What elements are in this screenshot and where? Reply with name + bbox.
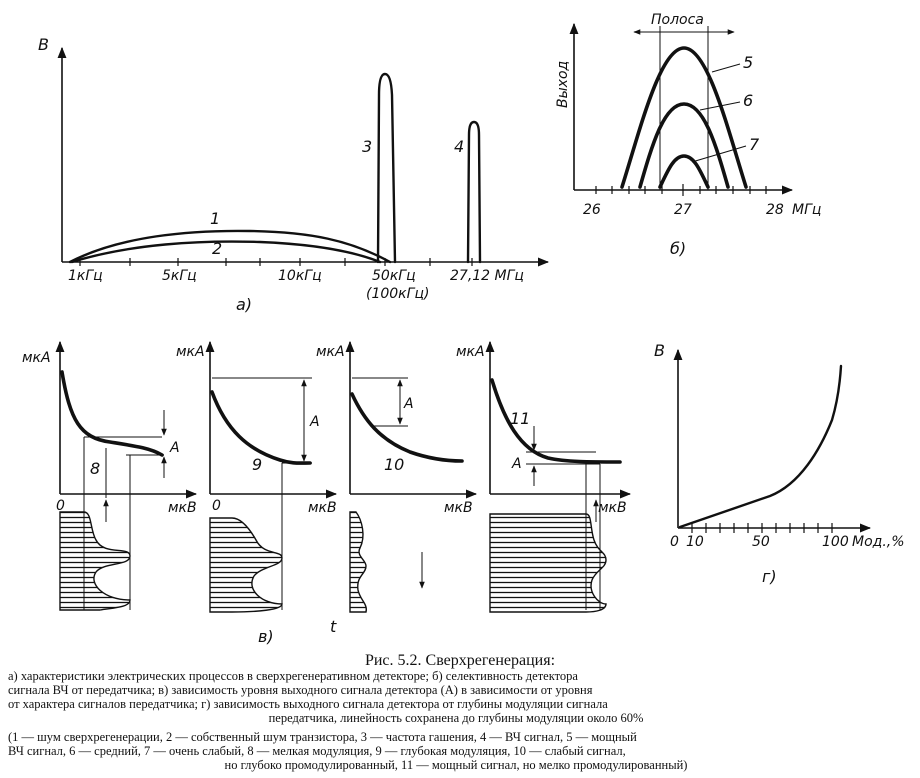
panel-g-tick-50: 50: [752, 534, 770, 550]
panel-a-curve-label-2: 2: [212, 239, 222, 258]
panel-a-tick-50khz: 50кГц: [372, 268, 416, 284]
panel-b-unit: МГц: [792, 202, 821, 218]
panel-b-ticks: [595, 184, 767, 196]
waveform-9: [209, 517, 283, 613]
panel-b-curve-label-6: 6: [743, 91, 753, 110]
panel-g-tick-100: 100: [822, 534, 849, 550]
panel-a-curve-label-1: 1: [210, 209, 220, 228]
waveform-10: [349, 511, 368, 613]
panel-v-y-label-11: мкА: [456, 344, 485, 360]
panel-v-curve-label-10: 10: [384, 455, 404, 474]
panel-v-amp-label-10: А: [403, 396, 414, 412]
panel-v-x-label-10: мкВ: [444, 500, 473, 516]
panel-v-curve-label-11: 11: [510, 409, 530, 428]
figure-5-2: В 1кГц 5кГц 10кГц 50кГц (100кГц) 27,12 М…: [22, 12, 905, 646]
panel-a-label: а): [236, 295, 252, 314]
panel-v-subplot-10: мкА мкВ А 10 t в): [258, 340, 478, 646]
panel-a-tick-100khz: (100кГц): [366, 286, 429, 302]
panel-v-x-label-11: мкВ: [598, 500, 627, 516]
panel-b-label: б): [670, 239, 686, 258]
panel-v-label: в): [258, 627, 274, 646]
panel-v-subplot-8: мкА 0 мкВ А 8: [22, 340, 198, 611]
waveform-11: [489, 513, 607, 613]
curve-3-quench: [376, 72, 397, 264]
caption-line-1: а) характеристики электрических процессо…: [8, 669, 578, 683]
panel-v-amp-label-8: А: [169, 440, 180, 456]
curve-8-shallow-mod: [60, 370, 164, 457]
panel-v-subplot-11: мкА мкВ А 11: [456, 340, 632, 613]
panel-a-y-label: В: [38, 35, 49, 54]
panel-b-curve-label-5: 5: [743, 53, 753, 72]
panel-b-tick-27: 27: [674, 202, 692, 218]
panel-b-tick-26: 26: [583, 202, 601, 218]
panel-v-y-label-9: мкА: [176, 344, 205, 360]
panel-b: Выход 26 27 28 МГц Полоса 5 6 7: [555, 12, 821, 258]
figure-caption: Рис. 5.2. Сверхрегенерация: а) характери…: [0, 652, 920, 778]
panel-a-tick-27mhz: 27,12 МГц: [450, 268, 524, 284]
panel-g-x-label: Мод.,%: [852, 534, 905, 550]
caption-line-7: но глубоко промодулированный, 11 — мощны…: [224, 758, 688, 772]
panel-v-amp-label-11: А: [511, 456, 522, 472]
panel-g-ticks: [691, 523, 833, 533]
panel-a-tick-5khz: 5кГц: [162, 268, 197, 284]
panel-b-band-label: Полоса: [651, 12, 704, 28]
panel-v-x-label-9: мкВ: [308, 500, 337, 516]
caption-line-2: сигнала ВЧ от передатчика; в) зависимост…: [8, 683, 593, 697]
panel-g-y-label: В: [654, 341, 665, 360]
curve-9-deep-mod: [210, 390, 312, 465]
panel-v-origin-8: 0: [56, 498, 65, 514]
leader-6: [699, 101, 741, 111]
panel-v-curve-label-9: 9: [252, 455, 262, 474]
curve-2-transistor-noise: [70, 240, 382, 264]
panel-v-origin-9: 0: [212, 498, 221, 514]
panel-v-y-label-8: мкА: [22, 350, 51, 366]
curve-7-weak-rf: [658, 154, 710, 189]
panel-v-curve-label-8: 8: [90, 459, 100, 478]
caption-line-4: передатчика, линейность сохранена до глу…: [268, 711, 644, 725]
panel-v-y-label-10: мкА: [316, 344, 345, 360]
panel-b-y-label: Выход: [555, 61, 571, 108]
panel-a: В 1кГц 5кГц 10кГц 50кГц (100кГц) 27,12 М…: [38, 35, 550, 314]
panel-a-tick-1khz: 1кГц: [68, 268, 103, 284]
caption-line-5: (1 — шум сверхрегенерации, 2 — собственн…: [8, 730, 637, 744]
panel-v-x-label-8: мкВ: [168, 500, 197, 516]
curve-11-strong-shallow-mod: [490, 378, 622, 464]
caption-title: Рис. 5.2. Сверхрегенерация:: [364, 652, 556, 669]
panel-g-tick-10: 10: [686, 534, 704, 550]
panel-b-tick-28: 28: [766, 202, 784, 218]
curve-1-superregen-noise: [68, 229, 392, 264]
curve-output-vs-modulation: [678, 364, 843, 529]
panel-v-time-label: t: [330, 617, 337, 636]
waveform-8: [59, 511, 131, 611]
panel-g-label: г): [762, 567, 777, 586]
curve-5-strong-rf: [620, 46, 748, 189]
leader-7: [691, 145, 747, 163]
caption-line-6: ВЧ сигнал, 6 — средний, 7 — очень слабый…: [8, 744, 626, 758]
panel-a-curve-label-4: 4: [454, 137, 464, 156]
panel-g-tick-0: 0: [670, 534, 679, 550]
curve-10-weak-deep-mod: [350, 392, 464, 463]
curve-6-medium-rf: [638, 102, 730, 189]
panel-a-tick-10khz: 10кГц: [278, 268, 322, 284]
panel-b-curve-label-7: 7: [749, 135, 760, 154]
panel-v-subplot-9: мкА 0 мкВ А 9: [176, 340, 338, 613]
panel-a-curve-label-3: 3: [362, 137, 372, 156]
leader-5: [711, 63, 741, 73]
caption-line-3: от характера сигналов передатчика; г) за…: [8, 697, 608, 711]
panel-g: В 0 10 50 100 Мод.,% г): [654, 341, 905, 586]
panel-v-amp-label-9: А: [309, 414, 320, 430]
curve-4-rf-signal: [466, 120, 482, 264]
